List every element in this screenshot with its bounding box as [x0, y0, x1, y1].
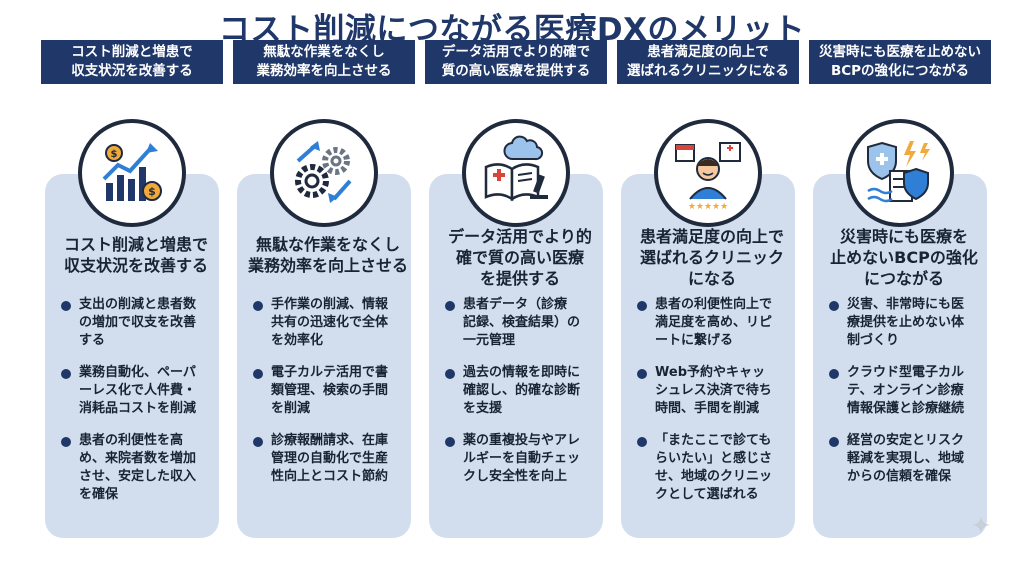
card-title: 無駄な作業をなくし 業務効率を向上させる — [247, 235, 408, 275]
list-item: 経営の安定とリスク 軽減を実現し、地域 からの信頼を確保 — [827, 432, 985, 486]
list-item: 患者の利便性向上で 満足度を高め、リピ ートに繋げる — [635, 296, 793, 350]
card-title: コスト削減と増患で 収支状況を改善する — [63, 235, 208, 275]
benefit-column-satisfaction: 患者満足度の向上で 選ばれるクリニックになる ★★★★★ 患者満足度の向上で 選… — [617, 40, 799, 550]
list-item: 患者の利便性を高 め、来院者数を増加 させ、安定した収入 を確保 — [59, 432, 217, 504]
column-header: 無駄な作業をなくし 業務効率を向上させる — [233, 40, 415, 84]
disaster-shield-icon — [846, 119, 954, 227]
card-title: 患者満足度の向上で 選ばれるクリニック になる — [639, 227, 784, 288]
card-title: データ活用でより的 確で質の高い医療 を提供する — [448, 227, 592, 288]
svg-text:$: $ — [148, 185, 156, 198]
bullet-list: 災害、非常時にも医 療提供を止めない体 制づくり クラウド型電子カル テ、オンラ… — [827, 296, 985, 500]
benefit-card: 無駄な作業をなくし 業務効率を向上させる 手作業の削減、情報 共有の迅速化で全体… — [237, 119, 411, 538]
list-item: 業務自動化、ペーパ ーレス化で人件費・ 消耗品コストを削減 — [59, 364, 217, 418]
list-item: 薬の重複投与やアレ ルギーを自動チェッ クし安全性を向上 — [443, 432, 601, 486]
column-header: コスト削減と増患で 収支状況を改善する — [41, 40, 223, 84]
benefit-card: $ $ コスト削減と増患で 収支状況を改善する 支出の削減と患者数 の増加で収支… — [45, 119, 219, 538]
list-item: 「またここで診ても らいたい」と感じさ せ、地域のクリニッ クとして選ばれる — [635, 432, 793, 504]
benefit-card: ★★★★★ 患者満足度の向上で 選ばれるクリニック になる 患者の利便性向上で … — [621, 119, 795, 538]
bullet-list: 支出の削減と患者数 の増加で収支を改善 する 業務自動化、ペーパ ーレス化で人件… — [59, 296, 217, 518]
list-item: クラウド型電子カル テ、オンライン診療 情報保護と診療継続 — [827, 364, 985, 418]
benefit-card: データ活用でより的 確で質の高い医療 を提供する 患者データ（診療 記録、検査結… — [429, 119, 603, 538]
column-header: データ活用でより的確で 質の高い医療を提供する — [425, 40, 607, 84]
list-item: 災害、非常時にも医 療提供を止めない体 制づくり — [827, 296, 985, 350]
benefit-column-data: データ活用でより的確で 質の高い医療を提供する データ活用でより的 確で質の高い… — [425, 40, 607, 550]
svg-text:★★★★★: ★★★★★ — [688, 202, 728, 212]
bullet-list: 患者データ（診療 記録、検査結果）の 一元管理 過去の情報を即時に 確認し、的確… — [443, 296, 601, 500]
gears-icon — [270, 119, 378, 227]
list-item: 診療報酬請求、在庫 管理の自動化で生産 性向上とコスト節約 — [251, 432, 409, 486]
svg-text:$: $ — [111, 149, 118, 160]
benefit-column-bcp: 災害時にも医療を止めない BCPの強化につながる 災害時にも医療を 止めないBC… — [809, 40, 991, 550]
list-item: Web予約やキャッ シュレス決済で待ち 時間、手間を削減 — [635, 364, 793, 418]
sparkle-icon — [972, 516, 990, 534]
finance-growth-icon: $ $ — [78, 119, 186, 227]
card-title: 災害時にも医療を 止めないBCPの強化 につながる — [830, 227, 978, 288]
patient-satisfaction-icon: ★★★★★ — [654, 119, 762, 227]
medical-data-icon — [462, 119, 570, 227]
list-item: 支出の削減と患者数 の増加で収支を改善 する — [59, 296, 217, 350]
list-item: 過去の情報を即時に 確認し、的確な診断 を支援 — [443, 364, 601, 418]
column-header: 患者満足度の向上で 選ばれるクリニックになる — [617, 40, 799, 84]
benefit-column-revenue: コスト削減と増患で 収支状況を改善する $ $ コスト削減と増患で 収支状況を改… — [41, 40, 223, 550]
list-item: 電子カルテ活用で書 類管理、検索の手間 を削減 — [251, 364, 409, 418]
list-item: 手作業の削減、情報 共有の迅速化で全体 を効率化 — [251, 296, 409, 350]
bullet-list: 患者の利便性向上で 満足度を高め、リピ ートに繋げる Web予約やキャッ シュレ… — [635, 296, 793, 518]
bullet-list: 手作業の削減、情報 共有の迅速化で全体 を効率化 電子カルテ活用で書 類管理、検… — [251, 296, 409, 500]
benefit-card: 災害時にも医療を 止めないBCPの強化 につながる 災害、非常時にも医 療提供を… — [813, 119, 987, 538]
list-item: 患者データ（診療 記録、検査結果）の 一元管理 — [443, 296, 601, 350]
column-header: 災害時にも医療を止めない BCPの強化につながる — [809, 40, 991, 84]
benefit-column-efficiency: 無駄な作業をなくし 業務効率を向上させる 無駄な作業をなくし 業務効率を向上させ… — [233, 40, 415, 550]
